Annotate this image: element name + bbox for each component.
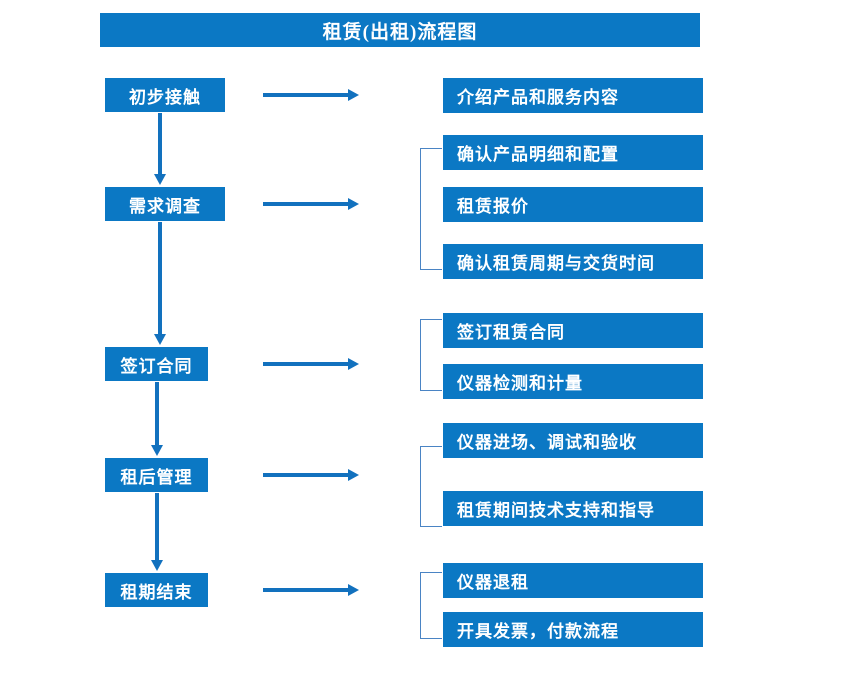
stage-box-签订合同[interactable]: 签订合同 [105,347,208,381]
detail-box-租赁期间技术支持和指导[interactable]: 租赁期间技术支持和指导 [443,491,703,526]
stage-box-需求调查[interactable]: 需求调查 [105,187,225,221]
horizontal-arrow-5 [263,584,359,596]
vertical-arrow-2 [154,222,166,345]
detail-box-仪器进场调试和验收[interactable]: 仪器进场、调试和验收 [443,423,703,458]
horizontal-arrow-1 [263,89,359,101]
vertical-arrow-1 [154,113,166,185]
detail-box-租赁报价[interactable]: 租赁报价 [443,187,703,222]
vertical-arrow-3 [151,382,163,456]
detail-box-确认产品明细和配置[interactable]: 确认产品明细和配置 [443,135,703,170]
detail-box-仪器退租[interactable]: 仪器退租 [443,563,703,598]
horizontal-arrow-2 [263,198,359,210]
horizontal-arrow-4 [263,469,359,481]
detail-box-开具发票付款流程[interactable]: 开具发票，付款流程 [443,612,703,647]
horizontal-arrow-3 [263,358,359,370]
stage-box-初步接触[interactable]: 初步接触 [105,78,225,112]
stage-box-租后管理[interactable]: 租后管理 [105,458,208,492]
detail-box-签订租赁合同[interactable]: 签订租赁合同 [443,313,703,348]
detail-box-确认租赁周期与交货时间[interactable]: 确认租赁周期与交货时间 [443,244,703,279]
detail-box-介绍产品和服务内容[interactable]: 介绍产品和服务内容 [443,78,703,113]
diagram-title: 租赁(出租)流程图 [100,13,700,47]
detail-box-仪器检测和计量[interactable]: 仪器检测和计量 [443,364,703,399]
bracket-group-5 [420,572,442,639]
bracket-group-4 [420,446,442,527]
vertical-arrow-4 [151,493,163,571]
stage-box-租期结束[interactable]: 租期结束 [105,573,208,607]
bracket-group-3 [420,319,442,391]
bracket-group-2 [420,148,442,270]
